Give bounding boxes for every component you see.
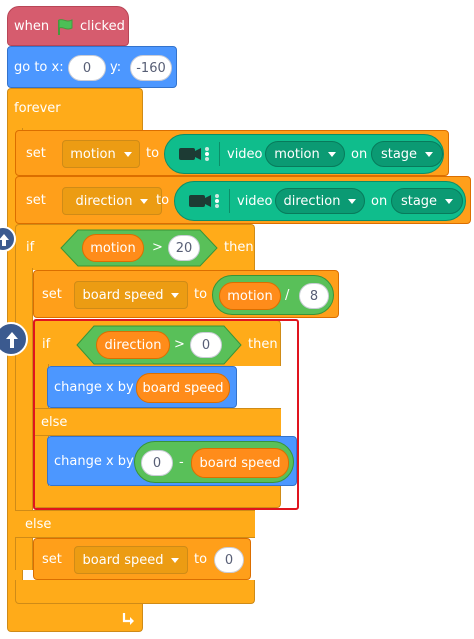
operator-symbol: >: [152, 240, 163, 255]
if-label: if: [42, 337, 51, 352]
video-direction-reporter[interactable]: video direction on stage: [174, 181, 466, 221]
number-input[interactable]: 0: [214, 547, 244, 573]
x-input[interactable]: 0: [68, 55, 106, 81]
else-bar-inner: else: [33, 408, 281, 436]
board-speed-variable-reporter[interactable]: board speed: [136, 373, 230, 403]
change-x-label: change x by: [54, 380, 134, 395]
y-input[interactable]: -160: [130, 55, 172, 81]
set-label: set: [42, 287, 62, 302]
video-camera-icon: [179, 147, 209, 161]
arrow-up-icon: [6, 332, 18, 348]
y-label: y:: [110, 60, 122, 75]
if-outer-bottom: [15, 580, 255, 604]
set-board-speed-block[interactable]: set board speed to motion / 8: [33, 270, 339, 318]
video-camera-icon: [189, 194, 219, 208]
if-else-block-outer[interactable]: if motion > 20 then: [15, 224, 255, 270]
operator-symbol: >: [174, 337, 185, 352]
arrow-up-icon: [0, 234, 9, 246]
forever-block[interactable]: forever: [7, 88, 143, 130]
forever-bottom: [7, 604, 143, 632]
if-else-block-inner[interactable]: if direction > 0 then: [33, 320, 281, 366]
variable-dropdown-board-speed[interactable]: board speed: [74, 546, 188, 574]
divider: [219, 142, 220, 166]
motion-variable-reporter[interactable]: motion: [219, 282, 281, 310]
set-label: set: [26, 193, 46, 208]
variable-dropdown-board-speed[interactable]: board speed: [74, 281, 188, 309]
collapse-button-bottom[interactable]: [0, 322, 28, 356]
collapse-button-top[interactable]: [0, 226, 16, 252]
green-flag-icon: [58, 19, 73, 35]
number-input[interactable]: 0: [141, 450, 173, 476]
board-speed-variable-reporter[interactable]: board speed: [191, 448, 289, 478]
on-label: on: [351, 147, 368, 162]
video-target-dropdown[interactable]: stage: [391, 188, 463, 214]
number-input[interactable]: 0: [190, 332, 222, 358]
set-board-speed-zero-block[interactable]: set board speed to 0: [33, 538, 251, 580]
when-label: when: [14, 19, 50, 34]
highlight-box: [33, 319, 299, 510]
operator-symbol: -: [179, 455, 184, 470]
subtract-operator[interactable]: 0 - board speed: [134, 441, 294, 483]
number-input[interactable]: 20: [168, 235, 200, 261]
change-x-block-2[interactable]: change x by 0 - board speed: [47, 436, 297, 486]
variable-dropdown-direction[interactable]: direction: [62, 187, 162, 215]
on-label: on: [371, 194, 388, 209]
number-input[interactable]: 8: [299, 283, 329, 309]
go-to-xy-block[interactable]: go to x: 0 y: -160: [7, 46, 177, 88]
video-motion-reporter[interactable]: video motion on stage: [164, 134, 444, 174]
if-label: if: [26, 240, 35, 255]
direction-variable-reporter[interactable]: direction: [96, 331, 170, 359]
change-x-label: change x by: [54, 454, 134, 469]
set-label: set: [42, 552, 62, 567]
when-flag-clicked-block[interactable]: when clicked: [7, 6, 129, 46]
set-label: set: [26, 146, 46, 161]
video-label: video: [237, 194, 273, 209]
motion-variable-reporter[interactable]: motion: [82, 234, 144, 262]
else-label: else: [41, 415, 68, 430]
loop-arrow-icon: [122, 613, 134, 625]
video-label: video: [227, 147, 263, 162]
clicked-label: clicked: [80, 19, 125, 34]
go-to-label: go to x:: [14, 60, 64, 75]
then-label: then: [224, 240, 254, 255]
to-label: to: [194, 552, 208, 567]
change-x-block-1[interactable]: change x by board speed: [47, 366, 237, 408]
to-label: to: [146, 146, 160, 161]
then-label: then: [248, 337, 278, 352]
to-label: to: [156, 193, 170, 208]
set-direction-block[interactable]: set direction to video direction on stag…: [15, 176, 471, 224]
set-motion-block[interactable]: set motion to video motion on stage: [15, 130, 449, 176]
variable-dropdown-motion[interactable]: motion: [62, 140, 140, 168]
to-label: to: [194, 287, 208, 302]
video-attribute-dropdown[interactable]: direction: [275, 188, 365, 214]
video-target-dropdown[interactable]: stage: [371, 141, 443, 167]
divide-operator[interactable]: motion / 8: [212, 275, 334, 315]
divider: [229, 189, 230, 213]
else-label: else: [25, 517, 52, 532]
operator-symbol: /: [285, 288, 290, 303]
forever-label: forever: [14, 101, 61, 116]
else-bar-outer: else: [15, 510, 255, 538]
video-attribute-dropdown[interactable]: motion: [265, 141, 345, 167]
